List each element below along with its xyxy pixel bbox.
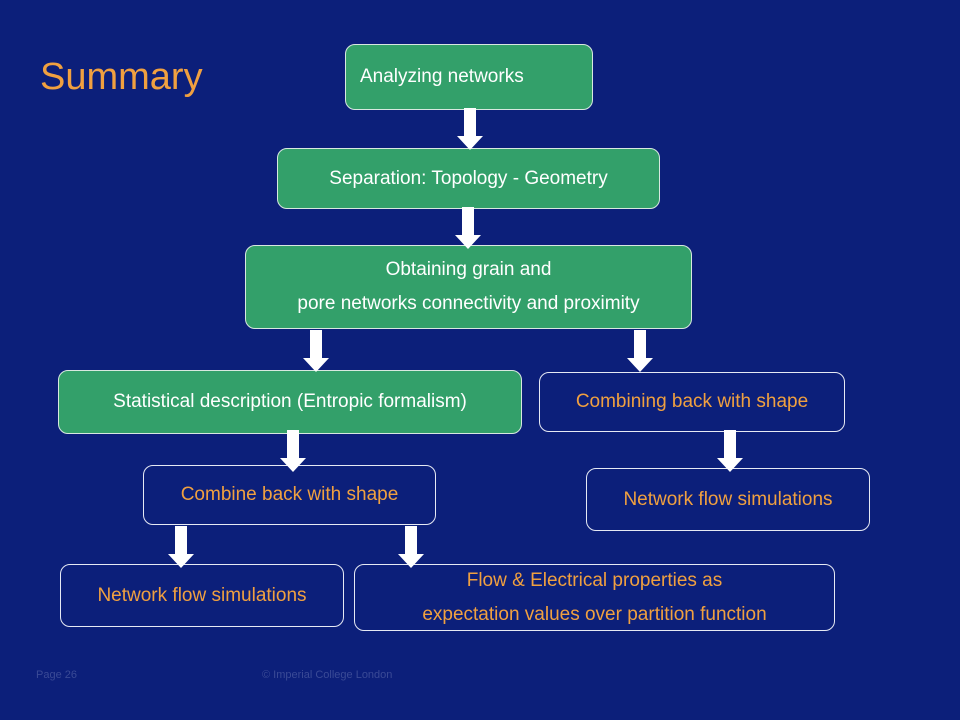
node-obtaining-line2: pore networks connectivity and proximity — [297, 293, 640, 314]
arrow-down-icon — [627, 330, 653, 372]
node-obtaining-line1: Obtaining grain and — [385, 259, 552, 280]
node-network-flow-left-label: Network flow simulations — [97, 584, 307, 606]
node-flow-electrical-properties: Flow & Electrical properties as expectat… — [354, 564, 835, 631]
node-separation: Separation: Topology - Geometry — [277, 148, 660, 209]
node-combining-back-label: Combining back with shape — [575, 391, 809, 412]
node-combine-back-label: Combine back with shape — [180, 484, 399, 505]
arrow-down-icon — [717, 430, 743, 472]
node-combine-back-with-shape: Combine back with shape — [143, 465, 436, 525]
node-network-flow-right: Network flow simulations — [586, 468, 870, 531]
slide-title: Summary — [40, 56, 203, 98]
node-statistical-label: Statistical description (Entropic formal… — [113, 391, 467, 412]
arrow-down-icon — [398, 526, 424, 568]
node-flow-electrical-line2: expectation values over partition functi… — [422, 603, 767, 625]
node-network-flow-right-label: Network flow simulations — [623, 488, 833, 510]
footer-copyright: © Imperial College London — [262, 669, 393, 681]
node-separation-label: Separation: Topology - Geometry — [329, 167, 608, 189]
arrow-down-icon — [457, 108, 483, 150]
arrow-down-icon — [168, 526, 194, 568]
arrow-down-icon — [455, 207, 481, 249]
node-obtaining-networks: Obtaining grain and pore networks connec… — [245, 245, 692, 329]
footer-page-number: Page 26 — [36, 669, 77, 681]
node-analyzing-networks: Analyzing networks — [345, 44, 593, 110]
node-network-flow-left: Network flow simulations — [60, 564, 344, 627]
node-combining-back-with-shape: Combining back with shape — [539, 372, 845, 432]
arrow-down-icon — [280, 430, 306, 472]
node-statistical-description: Statistical description (Entropic formal… — [58, 370, 522, 434]
node-flow-electrical-line1: Flow & Electrical properties as — [466, 569, 723, 591]
node-analyzing-networks-label: Analyzing networks — [360, 66, 524, 87]
arrow-down-icon — [303, 330, 329, 372]
